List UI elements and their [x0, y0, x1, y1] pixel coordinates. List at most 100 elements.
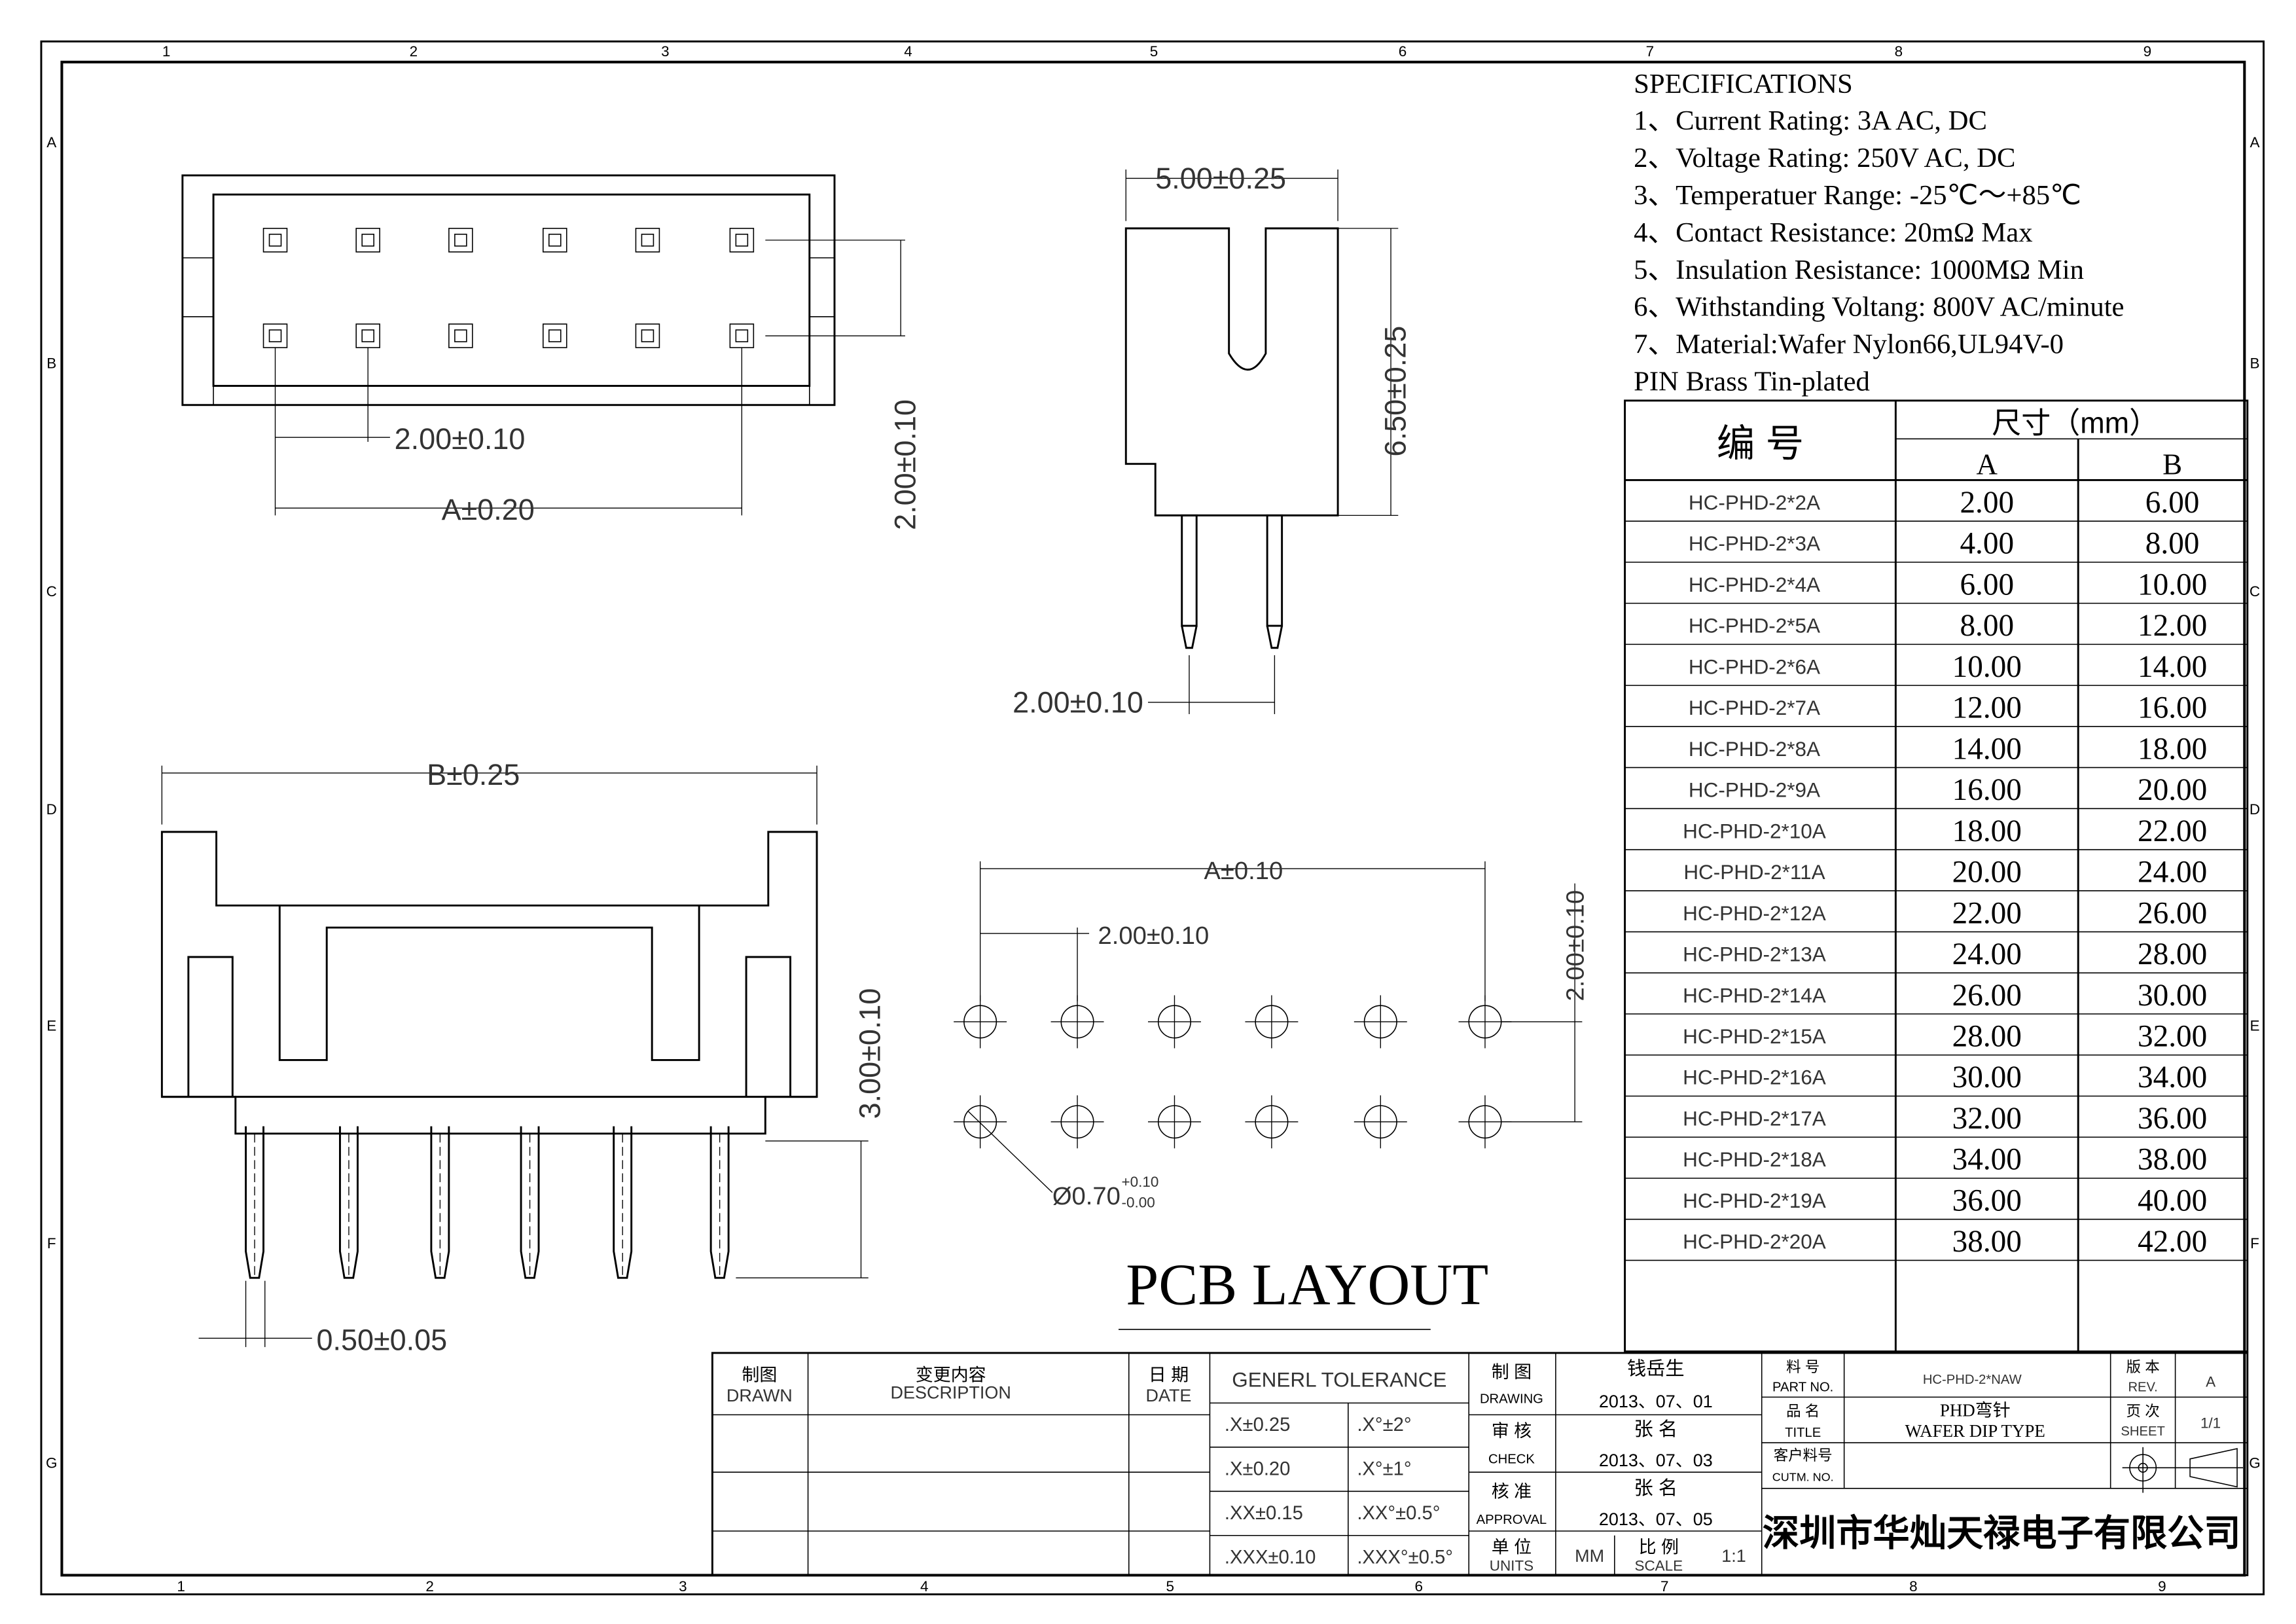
frame-row-label: D: [46, 801, 57, 818]
frame-column-label: 5: [1150, 43, 1158, 60]
frame-column-label: 4: [904, 43, 912, 60]
part-number: HC-PHD-2*15A: [1683, 1025, 1826, 1048]
frame-row-label: B: [46, 355, 56, 372]
dim-front-pin-width: 0.50±0.05: [316, 1323, 447, 1356]
frame-row-label: G: [2249, 1454, 2260, 1471]
pin-square: [448, 323, 473, 348]
frame-row-label: B: [2250, 355, 2260, 372]
part-value: HC-PHD-2*NAW: [1923, 1373, 2022, 1387]
pin: [520, 1126, 540, 1279]
dim-front-pin-length: 3.00±0.10: [853, 988, 887, 1119]
date-en: DATE: [1146, 1386, 1192, 1405]
pin-square: [635, 228, 660, 253]
dim-b-value: 34.00: [2138, 1060, 2207, 1094]
top-view: 2.00±0.10 A±0.20 2.00±0.10: [181, 174, 922, 530]
part-number: HC-PHD-2*17A: [1683, 1107, 1826, 1130]
dim-pcb-pitch: 2.00±0.10: [1098, 922, 1210, 950]
dim-a-value: 2.00: [1960, 486, 2014, 520]
spec-line: 2、Voltage Rating: 250V AC, DC: [1634, 143, 2015, 173]
part-number: HC-PHD-2*10A: [1683, 820, 1826, 842]
spec-line: 6、Withstanding Voltang: 800V AC/minute: [1634, 292, 2124, 323]
description-cn: 变更内容: [916, 1365, 986, 1385]
dim-b-value: 16.00: [2138, 691, 2207, 725]
part-number: HC-PHD-2*8A: [1689, 738, 1820, 761]
part-number: HC-PHD-2*3A: [1689, 532, 1820, 555]
rev-cn: 版 本: [2126, 1359, 2160, 1375]
approval-name: 张 名: [1634, 1477, 1678, 1499]
dim-a-value: 20.00: [1952, 856, 2022, 890]
dim-b-value: 22.00: [2138, 814, 2207, 848]
approval-cn: 核 准: [1492, 1481, 1532, 1501]
linear-tolerance: .X±0.25: [1225, 1415, 1291, 1435]
part-number: HC-PHD-2*16A: [1683, 1066, 1826, 1089]
frame-row-label: G: [46, 1454, 57, 1471]
frame-column-label: 3: [679, 1578, 687, 1595]
dim-a-value: 8.00: [1960, 609, 2014, 643]
dim-b-value: 36.00: [2138, 1102, 2207, 1136]
front-view: B±0.25 3.00±0.10 0.50±0.05: [160, 758, 887, 1356]
linear-tolerance: .XX±0.15: [1225, 1503, 1303, 1524]
pin-square-inner: [641, 329, 655, 342]
dim-pcb-a: A±0.10: [1204, 857, 1283, 885]
frame-column-label: 7: [1646, 43, 1655, 60]
angular-tolerance: .X°±2°: [1357, 1415, 1411, 1435]
part-en: PART NO.: [1772, 1380, 1833, 1394]
pin: [245, 1126, 264, 1279]
tolerance-title: GENERL TOLERANCE: [1232, 1369, 1446, 1392]
title-cn: 品 名: [1786, 1403, 1820, 1420]
projection-symbol-icon: [2122, 1447, 2244, 1493]
frame-column-label: 7: [1660, 1578, 1669, 1595]
header-col-a: A: [1977, 448, 1998, 480]
part-number: HC-PHD-2*2A: [1689, 491, 1820, 514]
dim-side-pitch: 2.00±0.10: [1013, 686, 1143, 719]
dim-a-value: 6.00: [1960, 568, 2014, 602]
pin-square-inner: [641, 234, 655, 247]
dim-b-value: 42.00: [2138, 1225, 2207, 1259]
dim-a-value: 24.00: [1952, 937, 2022, 971]
dim-b-value: 24.00: [2138, 856, 2207, 890]
rev-en: REV.: [2128, 1380, 2157, 1394]
check-name: 张 名: [1634, 1418, 1678, 1440]
dim-b-value: 38.00: [2138, 1143, 2207, 1177]
company-name: 深圳市华灿天禄电子有限公司: [1763, 1512, 2241, 1553]
dim-b-value: 6.00: [2145, 486, 2200, 520]
dim-pcb-hole-tol-plus: +0.10: [1122, 1174, 1159, 1190]
units-value: MM: [1575, 1546, 1604, 1566]
dim-a-value: 22.00: [1952, 896, 2022, 930]
dim-side-width: 5.00±0.25: [1155, 162, 1286, 195]
sheet-value: 1/1: [2200, 1415, 2221, 1432]
header-col-b: B: [2162, 448, 2182, 480]
table-row: HC-PHD-2*2A 2.00 6.00: [1624, 486, 2248, 522]
customer-part-en: CUTM. NO.: [1772, 1471, 1834, 1484]
pin-square: [262, 228, 288, 253]
frame-column-label: 8: [1895, 43, 1903, 60]
title-block: 制图 DRAWN 变更内容 DESCRIPTION 日 期 DATE GENER…: [711, 1352, 2249, 1576]
pin-square-inner: [268, 329, 282, 342]
frame-row-label: A: [46, 134, 56, 151]
dim-b-value: 8.00: [2145, 527, 2200, 561]
frame-column-label: 8: [1909, 1578, 1918, 1595]
frame-column-label: 1: [177, 1578, 185, 1595]
dim-top-pitch: 2.00±0.10: [395, 422, 526, 456]
side-view: 5.00±0.25 6.50±0.25 2.00±0.10: [1013, 162, 1412, 719]
pin-square-inner: [548, 234, 562, 247]
frame-row-label: E: [46, 1017, 56, 1034]
pin-square: [729, 228, 755, 253]
pin-square: [355, 228, 380, 253]
dim-b-value: 26.00: [2138, 896, 2207, 930]
units-cn: 单 位: [1492, 1538, 1532, 1557]
pin-square-inner: [454, 329, 467, 342]
scale-value: 1:1: [1721, 1546, 1746, 1566]
